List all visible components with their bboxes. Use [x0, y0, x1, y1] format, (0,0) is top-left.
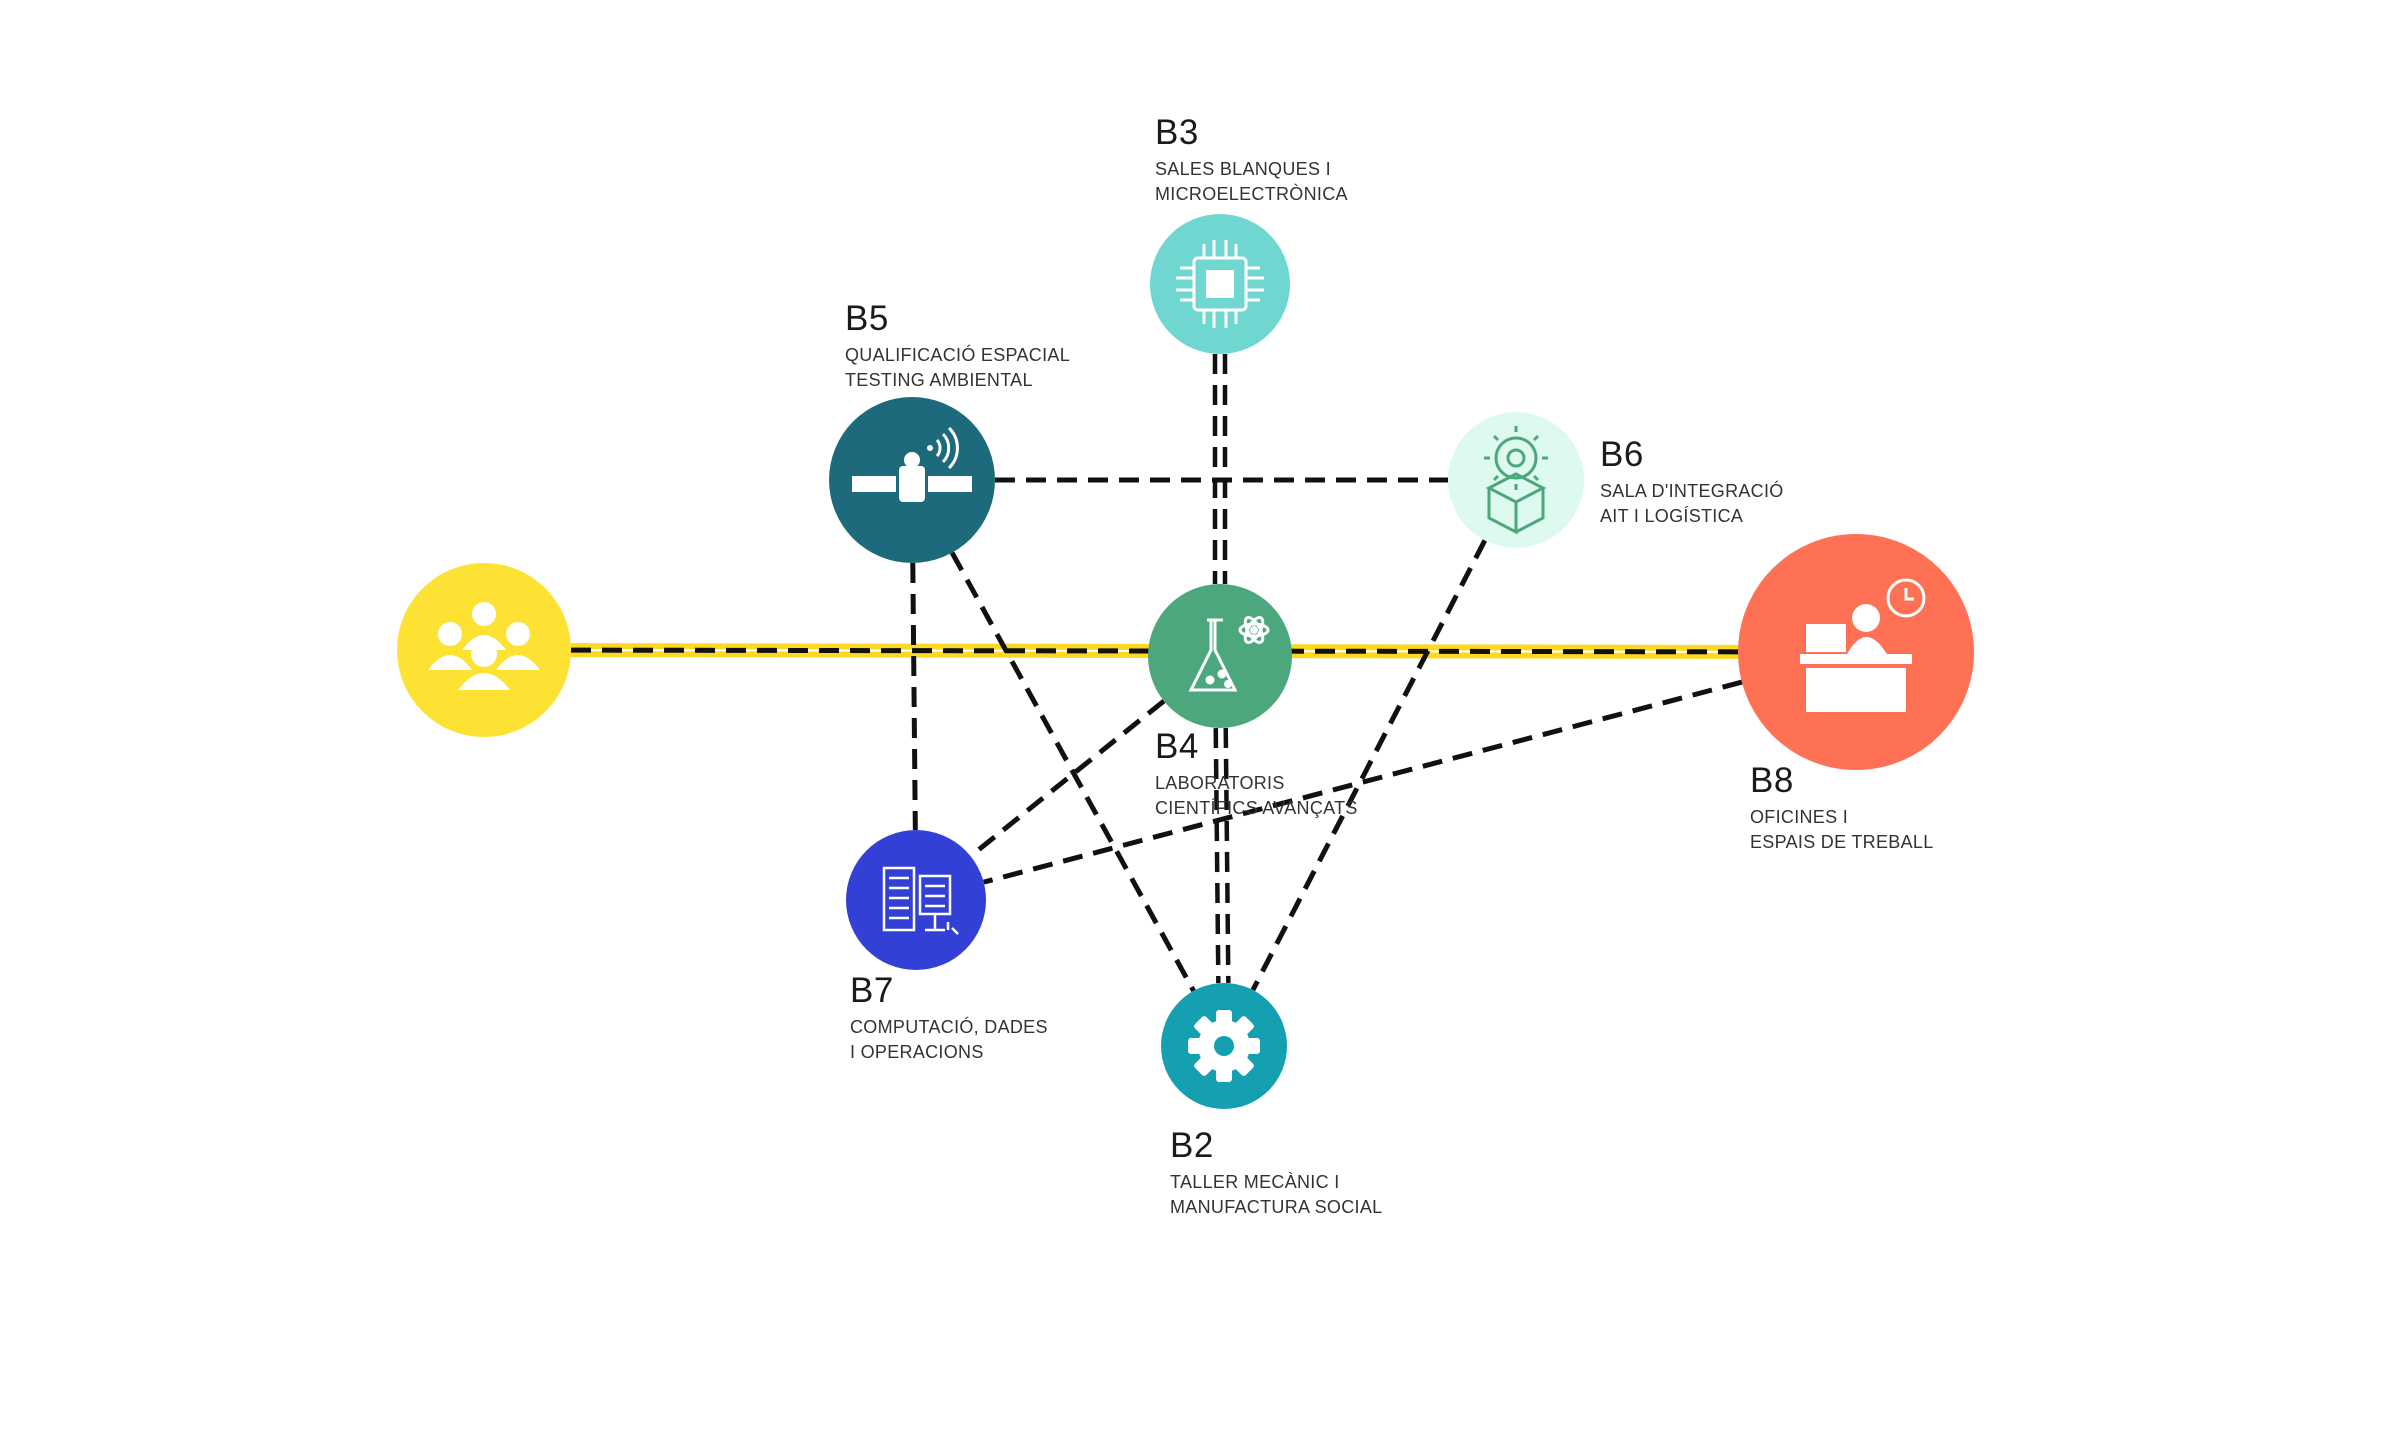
node-code: B8 [1750, 761, 1794, 800]
desk-worker-icon [1800, 578, 1926, 712]
desc-line: MICROELECTRÒNICA [1155, 184, 1348, 204]
node-b6-circle [1448, 412, 1584, 548]
node-code: B2 [1170, 1126, 1214, 1165]
node-code: B4 [1155, 727, 1199, 766]
desc-line: TALLER MECÀNIC I [1170, 1172, 1340, 1192]
desc-line: TESTING AMBIENTAL [845, 370, 1033, 390]
edge-b4-b7 [969, 699, 1166, 859]
desc-line: OFICINES I [1750, 807, 1849, 827]
node-description: SALES BLANQUES I MICROELECTRÒNICA [1155, 157, 1348, 207]
node-description: QUALIFICACIÓ ESPACIAL TESTING AMBIENTAL [845, 343, 1070, 393]
node-description: OFICINES I ESPAIS DE TREBALL [1750, 805, 1934, 855]
node-description: SALA D'INTEGRACIÓ AIT I LOGÍSTICA [1600, 479, 1784, 529]
node-b8 [1738, 534, 1974, 770]
edge-b5-b7 [910, 562, 918, 831]
label-b3: B3 SALES BLANQUES I MICROELECTRÒNICA [1155, 114, 1348, 207]
node-users [397, 563, 571, 737]
node-b3 [1150, 214, 1290, 354]
edge-users-b8 [570, 647, 1739, 655]
node-b4-circle [1148, 584, 1292, 728]
data-center-icon [882, 866, 959, 935]
connections-layer [570, 354, 1743, 993]
desc-line: SALES BLANQUES I [1155, 159, 1331, 179]
node-description: LABORATORIS CIENTÍFICS AVANÇATS [1155, 771, 1358, 821]
label-b2: B2 TALLER MECÀNIC I MANUFACTURA SOCIAL [1170, 1127, 1382, 1220]
node-code: B7 [850, 971, 894, 1010]
node-description: COMPUTACIÓ, DADES I OPERACIONS [850, 1015, 1048, 1065]
node-code: B3 [1155, 113, 1199, 152]
label-b6: B6 SALA D'INTEGRACIÓ AIT I LOGÍSTICA [1600, 436, 1784, 529]
node-b2 [1161, 983, 1287, 1109]
edge-b5-b2 [949, 551, 1196, 993]
desc-line: MANUFACTURA SOCIAL [1170, 1197, 1383, 1217]
desc-line: QUALIFICACIÓ ESPACIAL [845, 345, 1071, 365]
desc-line: CIENTÍFICS AVANÇATS [1155, 798, 1358, 818]
edge-b4-b2-a [1213, 728, 1221, 984]
label-b4: B4 LABORATORIS CIENTÍFICS AVANÇATS [1155, 728, 1358, 821]
node-code: B6 [1600, 435, 1644, 474]
desc-line: ESPAIS DE TREBALL [1750, 832, 1934, 852]
desc-line: COMPUTACIÓ, DADES [850, 1017, 1048, 1037]
desc-line: SALA D'INTEGRACIÓ [1600, 481, 1784, 501]
node-b4 [1148, 584, 1292, 728]
microchip-icon [1176, 240, 1264, 328]
desc-line: AIT I LOGÍSTICA [1600, 506, 1744, 526]
label-b7: B7 COMPUTACIÓ, DADES I OPERACIONS [850, 972, 1048, 1065]
desc-line: LABORATORIS [1155, 773, 1285, 793]
label-b5: B5 QUALIFICACIÓ ESPACIAL TESTING AMBIENT… [845, 300, 1070, 393]
node-b7 [846, 830, 986, 970]
nodes-layer [397, 214, 1974, 1109]
gear-box-icon [1484, 426, 1548, 535]
node-b7-circle [846, 830, 986, 970]
cog-icon [1188, 1010, 1260, 1082]
satellite-icon [852, 426, 972, 502]
people-group-icon [428, 602, 540, 690]
label-b8: B8 OFICINES I ESPAIS DE TREBALL [1750, 762, 1934, 855]
desc-line: I OPERACIONS [850, 1042, 984, 1062]
node-b6 [1448, 412, 1584, 548]
node-description: TALLER MECÀNIC I MANUFACTURA SOCIAL [1170, 1170, 1382, 1220]
node-b5 [829, 397, 995, 563]
flask-atom-icon [1188, 616, 1270, 692]
node-code: B5 [845, 299, 889, 338]
edge-b8-b7 [983, 679, 1743, 885]
edge-b4-b2-b [1223, 727, 1231, 983]
edge-b6-b2 [1250, 539, 1488, 992]
